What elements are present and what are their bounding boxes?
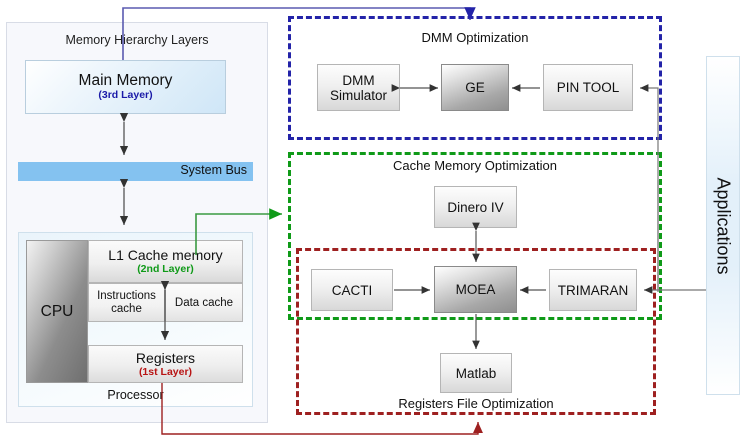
main-memory-layer-label: (3rd Layer) — [98, 89, 153, 101]
matlab-label: Matlab — [455, 365, 497, 381]
dmm-optimization-title: DMM Optimization — [421, 29, 529, 45]
l1-cache-label: L1 Cache memory — [108, 247, 223, 263]
l1-cache-layer-label: (2nd Layer) — [137, 263, 194, 275]
trimaran-node[interactable]: TRIMARAN — [549, 269, 637, 311]
moea-label: MOEA — [455, 282, 496, 297]
registers-block[interactable]: Registers (1st Layer) — [88, 345, 243, 383]
registers-layer-label: (1st Layer) — [138, 365, 193, 378]
matlab-node[interactable]: Matlab — [440, 353, 512, 393]
data-cache-label: Data cache — [174, 296, 234, 309]
trimaran-label: TRIMARAN — [557, 282, 629, 298]
registers-optimization-title: Registers File Optimization — [398, 395, 554, 411]
dmm-simulator-node[interactable]: DMM Simulator — [317, 64, 400, 111]
processor-label: Processor — [107, 388, 164, 402]
pin-tool-label: PIN TOOL — [556, 80, 620, 95]
registers-label: Registers — [135, 349, 196, 366]
dinero-iv-label: Dinero IV — [447, 199, 504, 215]
data-cache-block[interactable]: Data cache — [165, 283, 243, 322]
applications-panel[interactable]: Applications — [706, 56, 740, 395]
dinero-iv-node[interactable]: Dinero IV — [434, 186, 517, 228]
moea-node[interactable]: MOEA — [434, 266, 517, 313]
cache-optimization-title: Cache Memory Optimization — [393, 157, 557, 173]
main-memory-label: Main Memory — [78, 72, 173, 89]
ge-label: GE — [465, 80, 485, 95]
cpu-label: CPU — [40, 302, 74, 320]
system-bus-bar: System Bus — [18, 162, 253, 181]
l1-cache-block[interactable]: L1 Cache memory (2nd Layer) — [88, 240, 243, 283]
instructions-cache-block[interactable]: Instructions cache — [88, 283, 165, 322]
cpu-block[interactable]: CPU — [26, 240, 88, 383]
cacti-label: CACTI — [331, 282, 373, 298]
pin-tool-node[interactable]: PIN TOOL — [543, 64, 633, 111]
ge-node[interactable]: GE — [441, 64, 509, 111]
cacti-node[interactable]: CACTI — [311, 269, 393, 311]
main-memory-block[interactable]: Main Memory (3rd Layer) — [25, 60, 226, 114]
dmm-simulator-label: DMM Simulator — [329, 72, 388, 103]
memory-hierarchy-title: Memory Hierarchy Layers — [65, 33, 209, 47]
instructions-cache-label: Instructions cache — [97, 289, 156, 315]
applications-label: Applications — [713, 176, 734, 275]
system-bus-label: System Bus — [180, 163, 247, 177]
